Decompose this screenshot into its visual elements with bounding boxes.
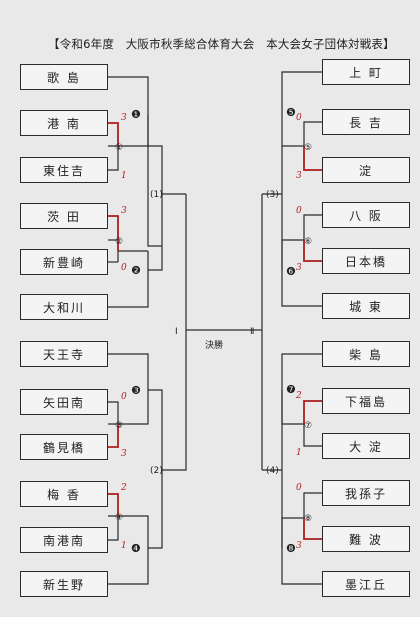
score-nagayoshi: 0 <box>296 113 302 123</box>
round1-c2: ② <box>115 237 123 247</box>
semi-p4: (4) <box>266 466 279 476</box>
match-6-label: ❻ <box>286 265 296 278</box>
score-abiko: 0 <box>296 483 302 493</box>
round1-c3: ③ <box>115 421 123 431</box>
round1-c7: ⑦ <box>304 421 312 431</box>
score-oyodo: 1 <box>296 448 302 458</box>
match-1-label: ❶ <box>131 108 141 121</box>
round1-c5: ⑤ <box>304 143 312 153</box>
score-nanba: 3 <box>296 541 302 551</box>
final-label: 決勝 <box>205 339 223 351</box>
team-right-7: 柴 島 <box>322 341 410 367</box>
match-3-label: ❸ <box>131 384 141 397</box>
team-right-1: 上 町 <box>322 59 410 85</box>
score-higashisumiyoshi: 1 <box>121 171 127 181</box>
team-right-11: 難 波 <box>322 526 410 552</box>
team-right-12: 墨江丘 <box>322 571 410 597</box>
score-tsurumibashi: 3 <box>121 449 127 459</box>
team-left-2: 港 南 <box>20 110 108 136</box>
team-right-8: 下福島 <box>322 388 410 414</box>
final-side-I: I <box>175 327 178 337</box>
match-4-label: ❹ <box>131 542 141 555</box>
score-yodo: 3 <box>296 171 302 181</box>
match-8-label: ❽ <box>286 542 296 555</box>
team-left-4: 茨 田 <box>20 203 108 229</box>
team-left-10: 梅 香 <box>20 481 108 507</box>
score-shintoyosaki: 0 <box>121 263 127 273</box>
team-left-11: 南港南 <box>20 527 108 553</box>
round1-c8: ⑧ <box>304 514 312 524</box>
team-left-5: 新豊崎 <box>20 249 108 275</box>
score-shimofukushima: 2 <box>295 391 302 401</box>
semi-p3: (3) <box>266 190 279 200</box>
team-right-6: 城 東 <box>322 293 410 319</box>
team-right-3: 淀 <box>322 157 410 183</box>
team-left-7: 天王寺 <box>20 341 108 367</box>
team-left-9: 鶴見橋 <box>20 434 108 460</box>
team-left-6: 大和川 <box>20 294 108 320</box>
team-left-12: 新生野 <box>20 571 108 597</box>
team-right-2: 長 吉 <box>322 109 410 135</box>
match-2-label: ❷ <box>131 264 141 277</box>
score-yasaka: 0 <box>296 206 302 216</box>
team-right-10: 我孫子 <box>322 480 410 506</box>
match-5-label: ❺ <box>286 106 296 119</box>
round1-c6: ⑥ <box>304 237 312 247</box>
page-title: 【令和6年度 大阪市秋季総合体育大会 本大会女子団体対戦表】 <box>48 37 395 51</box>
team-right-4: 八 阪 <box>322 202 410 228</box>
round1-c4: ④ <box>115 513 123 523</box>
final-side-II: Ⅱ <box>250 327 254 337</box>
semi-p2: (2) <box>150 466 163 476</box>
score-nankonan: 1 <box>121 541 127 551</box>
score-ibaraki: 3 <box>121 206 127 216</box>
score-umeka: 2 <box>120 483 127 493</box>
round1-c1: ① <box>115 143 123 153</box>
team-right-9: 大 淀 <box>322 433 410 459</box>
score-nihonbashi: 3 <box>296 263 302 273</box>
score-konan: 3 <box>121 113 127 123</box>
team-right-5: 日本橋 <box>322 248 410 274</box>
match-7-label: ❼ <box>286 383 296 396</box>
semi-p1: (1) <box>150 190 163 200</box>
team-left-1: 歌 島 <box>20 64 108 90</box>
team-left-3: 東住吉 <box>20 157 108 183</box>
score-yatamina: 0 <box>121 392 127 402</box>
team-left-8: 矢田南 <box>20 389 108 415</box>
